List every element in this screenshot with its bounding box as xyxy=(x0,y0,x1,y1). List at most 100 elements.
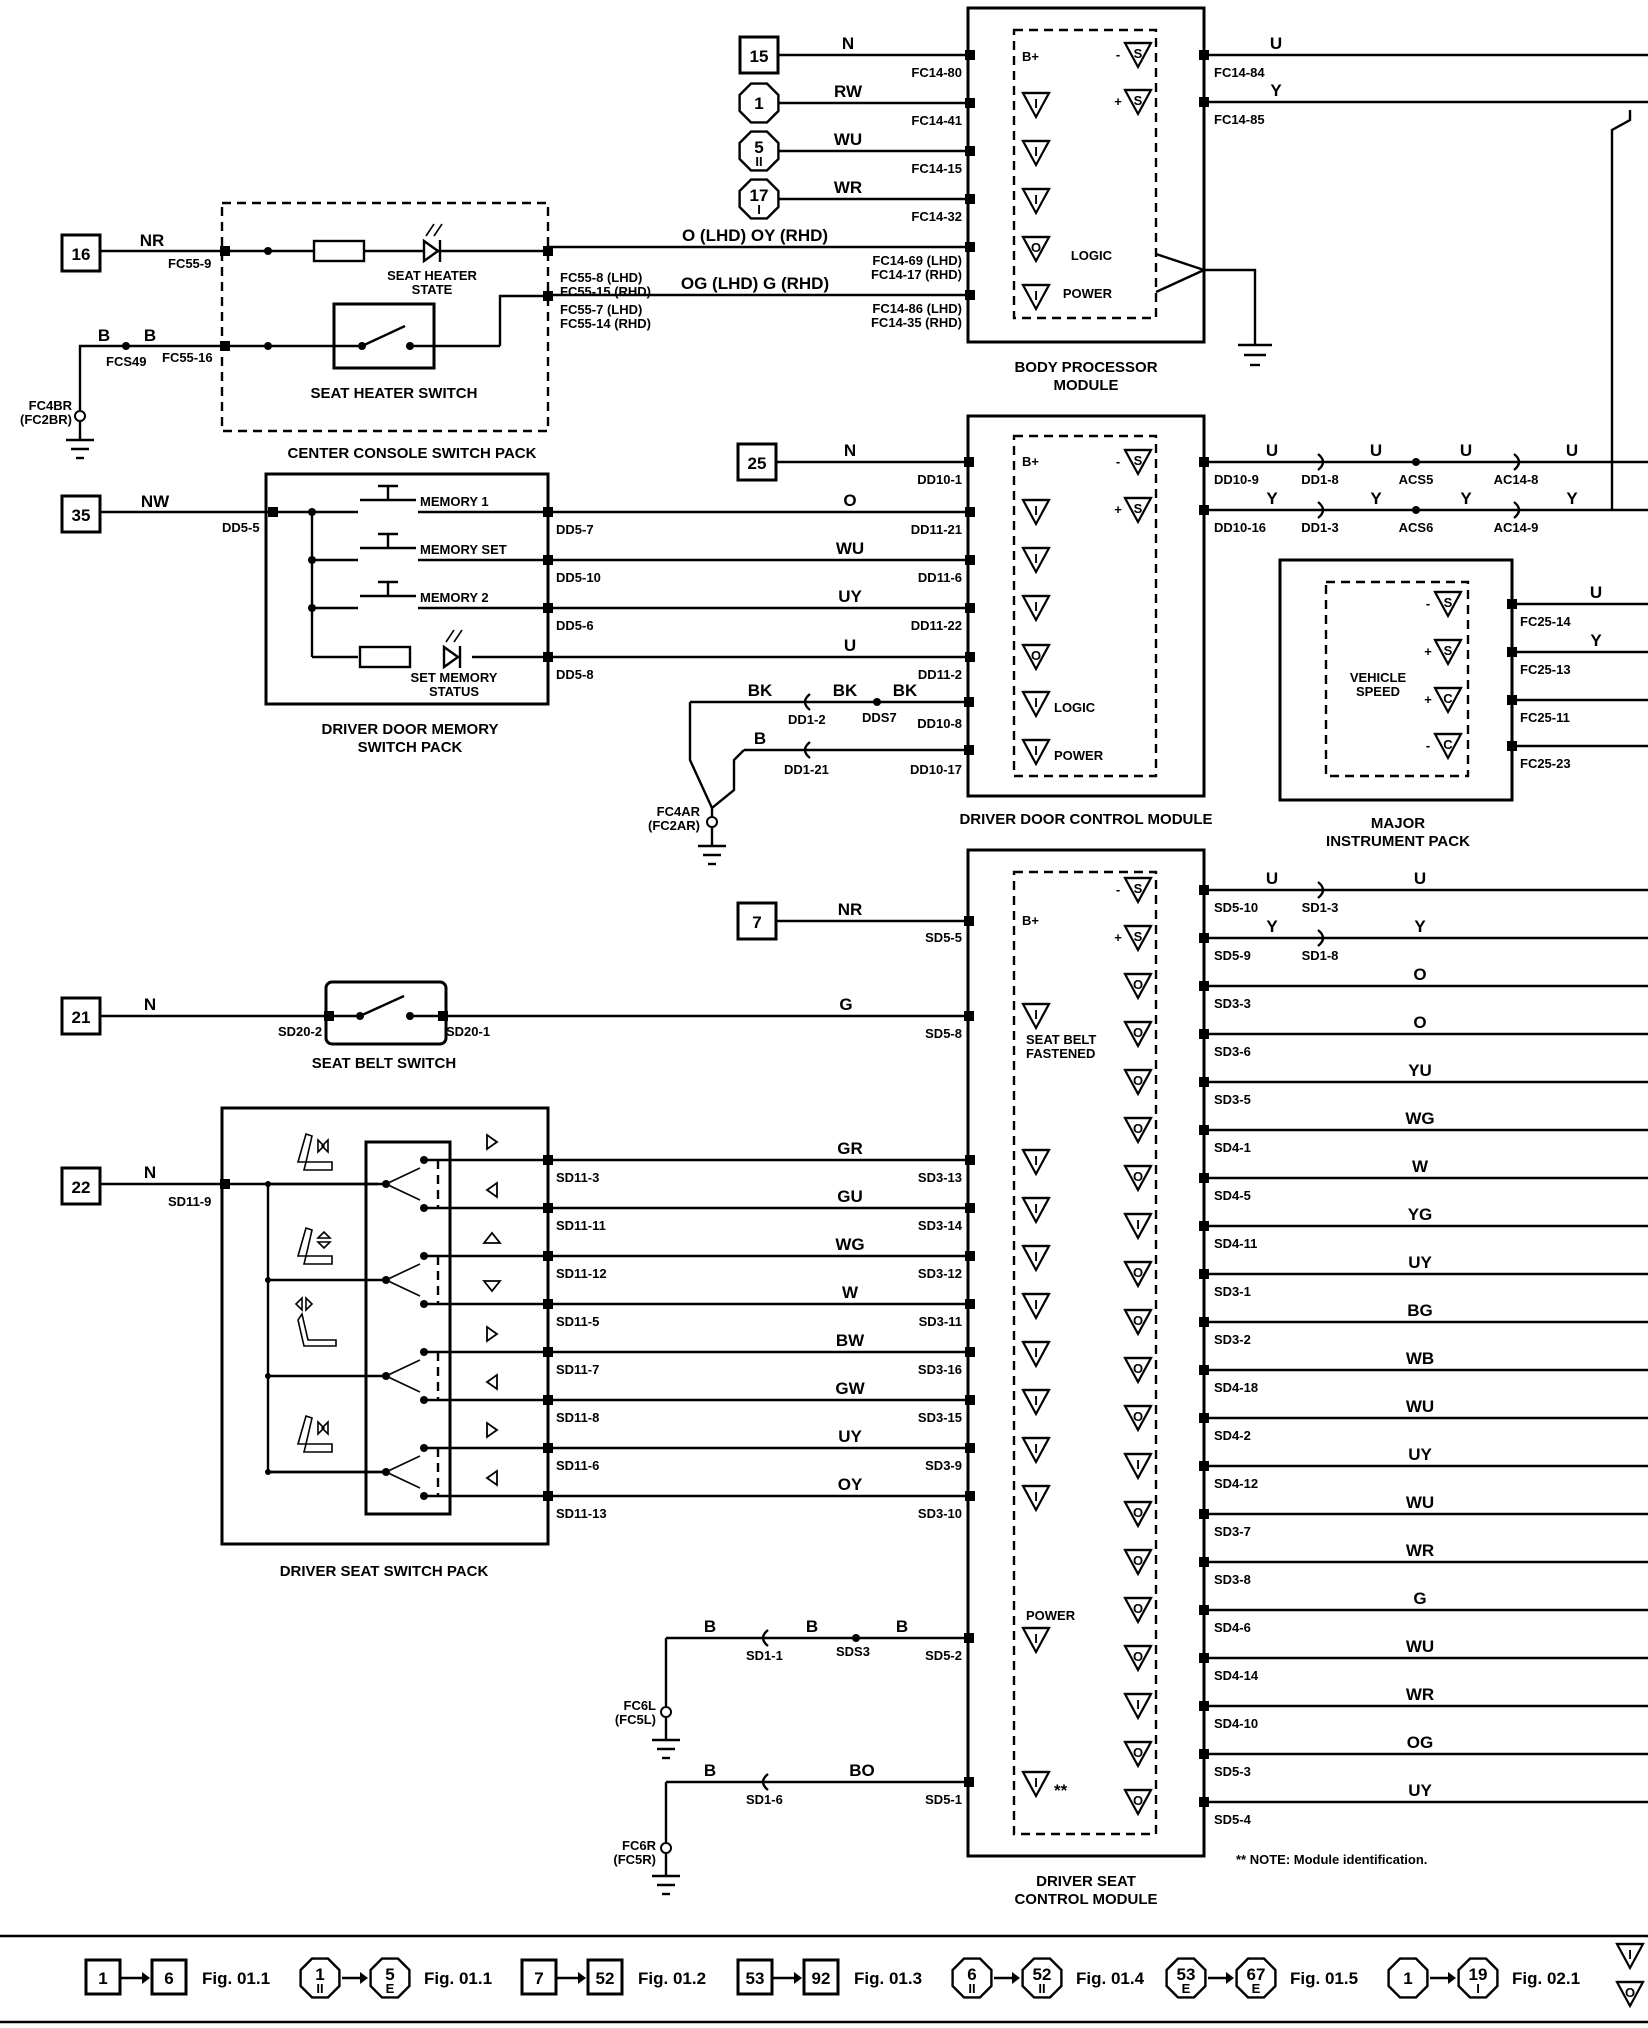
wire-color-label: Y xyxy=(1414,917,1426,936)
pin-symbol-letter: O xyxy=(1133,1649,1143,1664)
legend-from: 7 xyxy=(534,1969,543,1988)
wire-color-label: GW xyxy=(835,1379,865,1398)
ref-22-label: 22 xyxy=(72,1178,91,1197)
pin-symbol-letter: O xyxy=(1133,1265,1143,1280)
pin-symbol-letter: I xyxy=(1034,1345,1038,1360)
wire-nr-label-seat: NR xyxy=(838,900,863,919)
pin-symbol-letter: I xyxy=(1628,1947,1632,1962)
pin-sign: - xyxy=(1116,47,1120,62)
connector-label: DD1-8 xyxy=(1301,472,1339,487)
module-identification-note: ** NOTE: Module identification. xyxy=(1236,1852,1427,1867)
wire-color-label: WR xyxy=(834,178,862,197)
ref-number: 1 xyxy=(1403,1969,1412,1988)
connector-label: SD3-16 xyxy=(918,1362,962,1377)
conn-sd1-6: SD1-6 xyxy=(746,1792,783,1807)
instrument-pack-title-2: INSTRUMENT PACK xyxy=(1326,833,1470,850)
bpm-power-label: POWER xyxy=(1063,286,1113,301)
pin-symbol-o: O xyxy=(1123,1740,1153,1769)
ground-fc2br: (FC2BR) xyxy=(20,412,72,427)
driver-seat-switch-pack: DRIVER SEAT SWITCH PACK 22 N SD11-9 SD11… xyxy=(60,1106,975,1580)
conn-sd5-1: SD5-1 xyxy=(925,1792,962,1807)
ref-oct-19: 19I xyxy=(1457,1957,1499,1999)
bpm-left-pins: 15NFC14-801RWFC14-41I5IIWUFC14-15I17IWRF… xyxy=(548,34,1051,330)
pin-sign: - xyxy=(1116,454,1120,469)
splice-fcs49: FCS49 xyxy=(106,354,146,369)
legend-figure: Fig. 01.4 xyxy=(1076,1969,1145,1988)
ref-number: 1 xyxy=(315,1965,324,1984)
pin-symbol-i: I xyxy=(1021,1484,1051,1513)
pin-symbol-letter: O xyxy=(1031,648,1041,663)
wire-color-label: WU xyxy=(1406,1397,1434,1416)
pin-symbol-s: S- xyxy=(1116,41,1153,70)
connector-label: SD5-9 xyxy=(1214,948,1251,963)
pin-symbol-i: I xyxy=(1021,1002,1051,1031)
seat-heater-switch xyxy=(332,302,436,370)
pin-symbol-o: O xyxy=(1123,1788,1153,1817)
pin-symbol-letter: I xyxy=(1034,743,1038,758)
ref-35-label: 35 xyxy=(72,506,91,525)
ref-oct-17: 17I xyxy=(738,178,780,220)
wire-n-belt: N xyxy=(144,995,156,1014)
conn-dd5-5: DD5-5 xyxy=(222,520,260,535)
conn-dd10-17: DD10-17 xyxy=(910,762,962,777)
pin-symbol-o: O xyxy=(1123,1020,1153,1049)
wire-color-label: O xyxy=(843,491,856,510)
connector-label: SD11-7 xyxy=(556,1362,599,1377)
wire-color-label: O xyxy=(1413,1013,1426,1032)
seat-belt-switch-title: SEAT BELT SWITCH xyxy=(312,1055,456,1072)
connector-label: FC25-14 xyxy=(1520,614,1571,629)
connector-label: SD4-11 xyxy=(1214,1236,1257,1251)
driver-door-memory-switch-pack: DRIVER DOOR MEMORY SWITCH PACK 35 NW DD5… xyxy=(60,472,975,756)
heater-state-label: SEAT HEATER xyxy=(387,268,477,283)
connector-label: SD3-12 xyxy=(918,1266,962,1281)
pin-sign: + xyxy=(1114,930,1122,945)
pin-symbol-i: I xyxy=(1021,139,1051,168)
conn-dd1-21: DD1-21 xyxy=(784,762,829,777)
connector-label: FC14-17 (RHD) xyxy=(871,267,962,282)
wire-color-label: UY xyxy=(1408,1445,1432,1464)
pin-symbol-s: S+ xyxy=(1114,496,1153,525)
door-power-label: POWER xyxy=(1054,748,1104,763)
ground-fc6l: FC6L xyxy=(624,1698,657,1713)
wire-color-label: BW xyxy=(836,1331,865,1350)
connector-label: SD11-6 xyxy=(556,1458,599,1473)
legend-from: 53 xyxy=(746,1969,765,1988)
connector-label: FC14-15 xyxy=(911,161,962,176)
door-memory-title: DRIVER DOOR MEMORY xyxy=(322,721,499,738)
connector-label: SD11-12 xyxy=(556,1266,607,1281)
ref-number: 19 xyxy=(1469,1965,1488,1984)
connector-label: FC14-69 (LHD) xyxy=(872,253,962,268)
pin-symbol-letter: I xyxy=(1034,1489,1038,1504)
module-id-mark: ** xyxy=(1054,1781,1068,1800)
direction-arrow-icon xyxy=(486,1325,499,1343)
ref-box-16 xyxy=(60,233,102,273)
conn-sd20-1: SD20-1 xyxy=(446,1024,490,1039)
pin-symbol-letter: I xyxy=(1034,503,1038,518)
pin-symbol-letter: O xyxy=(1133,1313,1143,1328)
bus-y-vertical xyxy=(1610,110,1632,510)
connector-label: DD5-10 xyxy=(556,570,601,585)
body-processor-title-2: MODULE xyxy=(1054,377,1119,394)
wire-b-label-2: B xyxy=(144,326,156,345)
connector-label: AC14-8 xyxy=(1494,472,1539,487)
pin-symbol-letter: S xyxy=(1134,46,1143,61)
pin-symbol-letter: I xyxy=(1034,144,1038,159)
connector-label: SD3-11 xyxy=(919,1314,962,1329)
body-processor-title: BODY PROCESSOR xyxy=(1014,359,1157,376)
door-memory-title-2: SWITCH PACK xyxy=(358,739,463,756)
connector-label: ACS5 xyxy=(1399,472,1434,487)
direction-arrow-icon xyxy=(485,1469,498,1487)
ref-oct-67: 67E xyxy=(1235,1957,1277,1999)
pin-symbol-i: I xyxy=(1021,738,1051,767)
pin-symbol-letter: S xyxy=(1444,595,1453,610)
ref-number: 6 xyxy=(967,1965,976,1984)
pin-symbol-letter: O xyxy=(1133,1793,1143,1808)
wire-color-label: Y xyxy=(1460,489,1472,508)
seat-module-title: DRIVER SEAT xyxy=(1036,1873,1136,1890)
ref-oct-1: 1II xyxy=(299,1957,341,1999)
